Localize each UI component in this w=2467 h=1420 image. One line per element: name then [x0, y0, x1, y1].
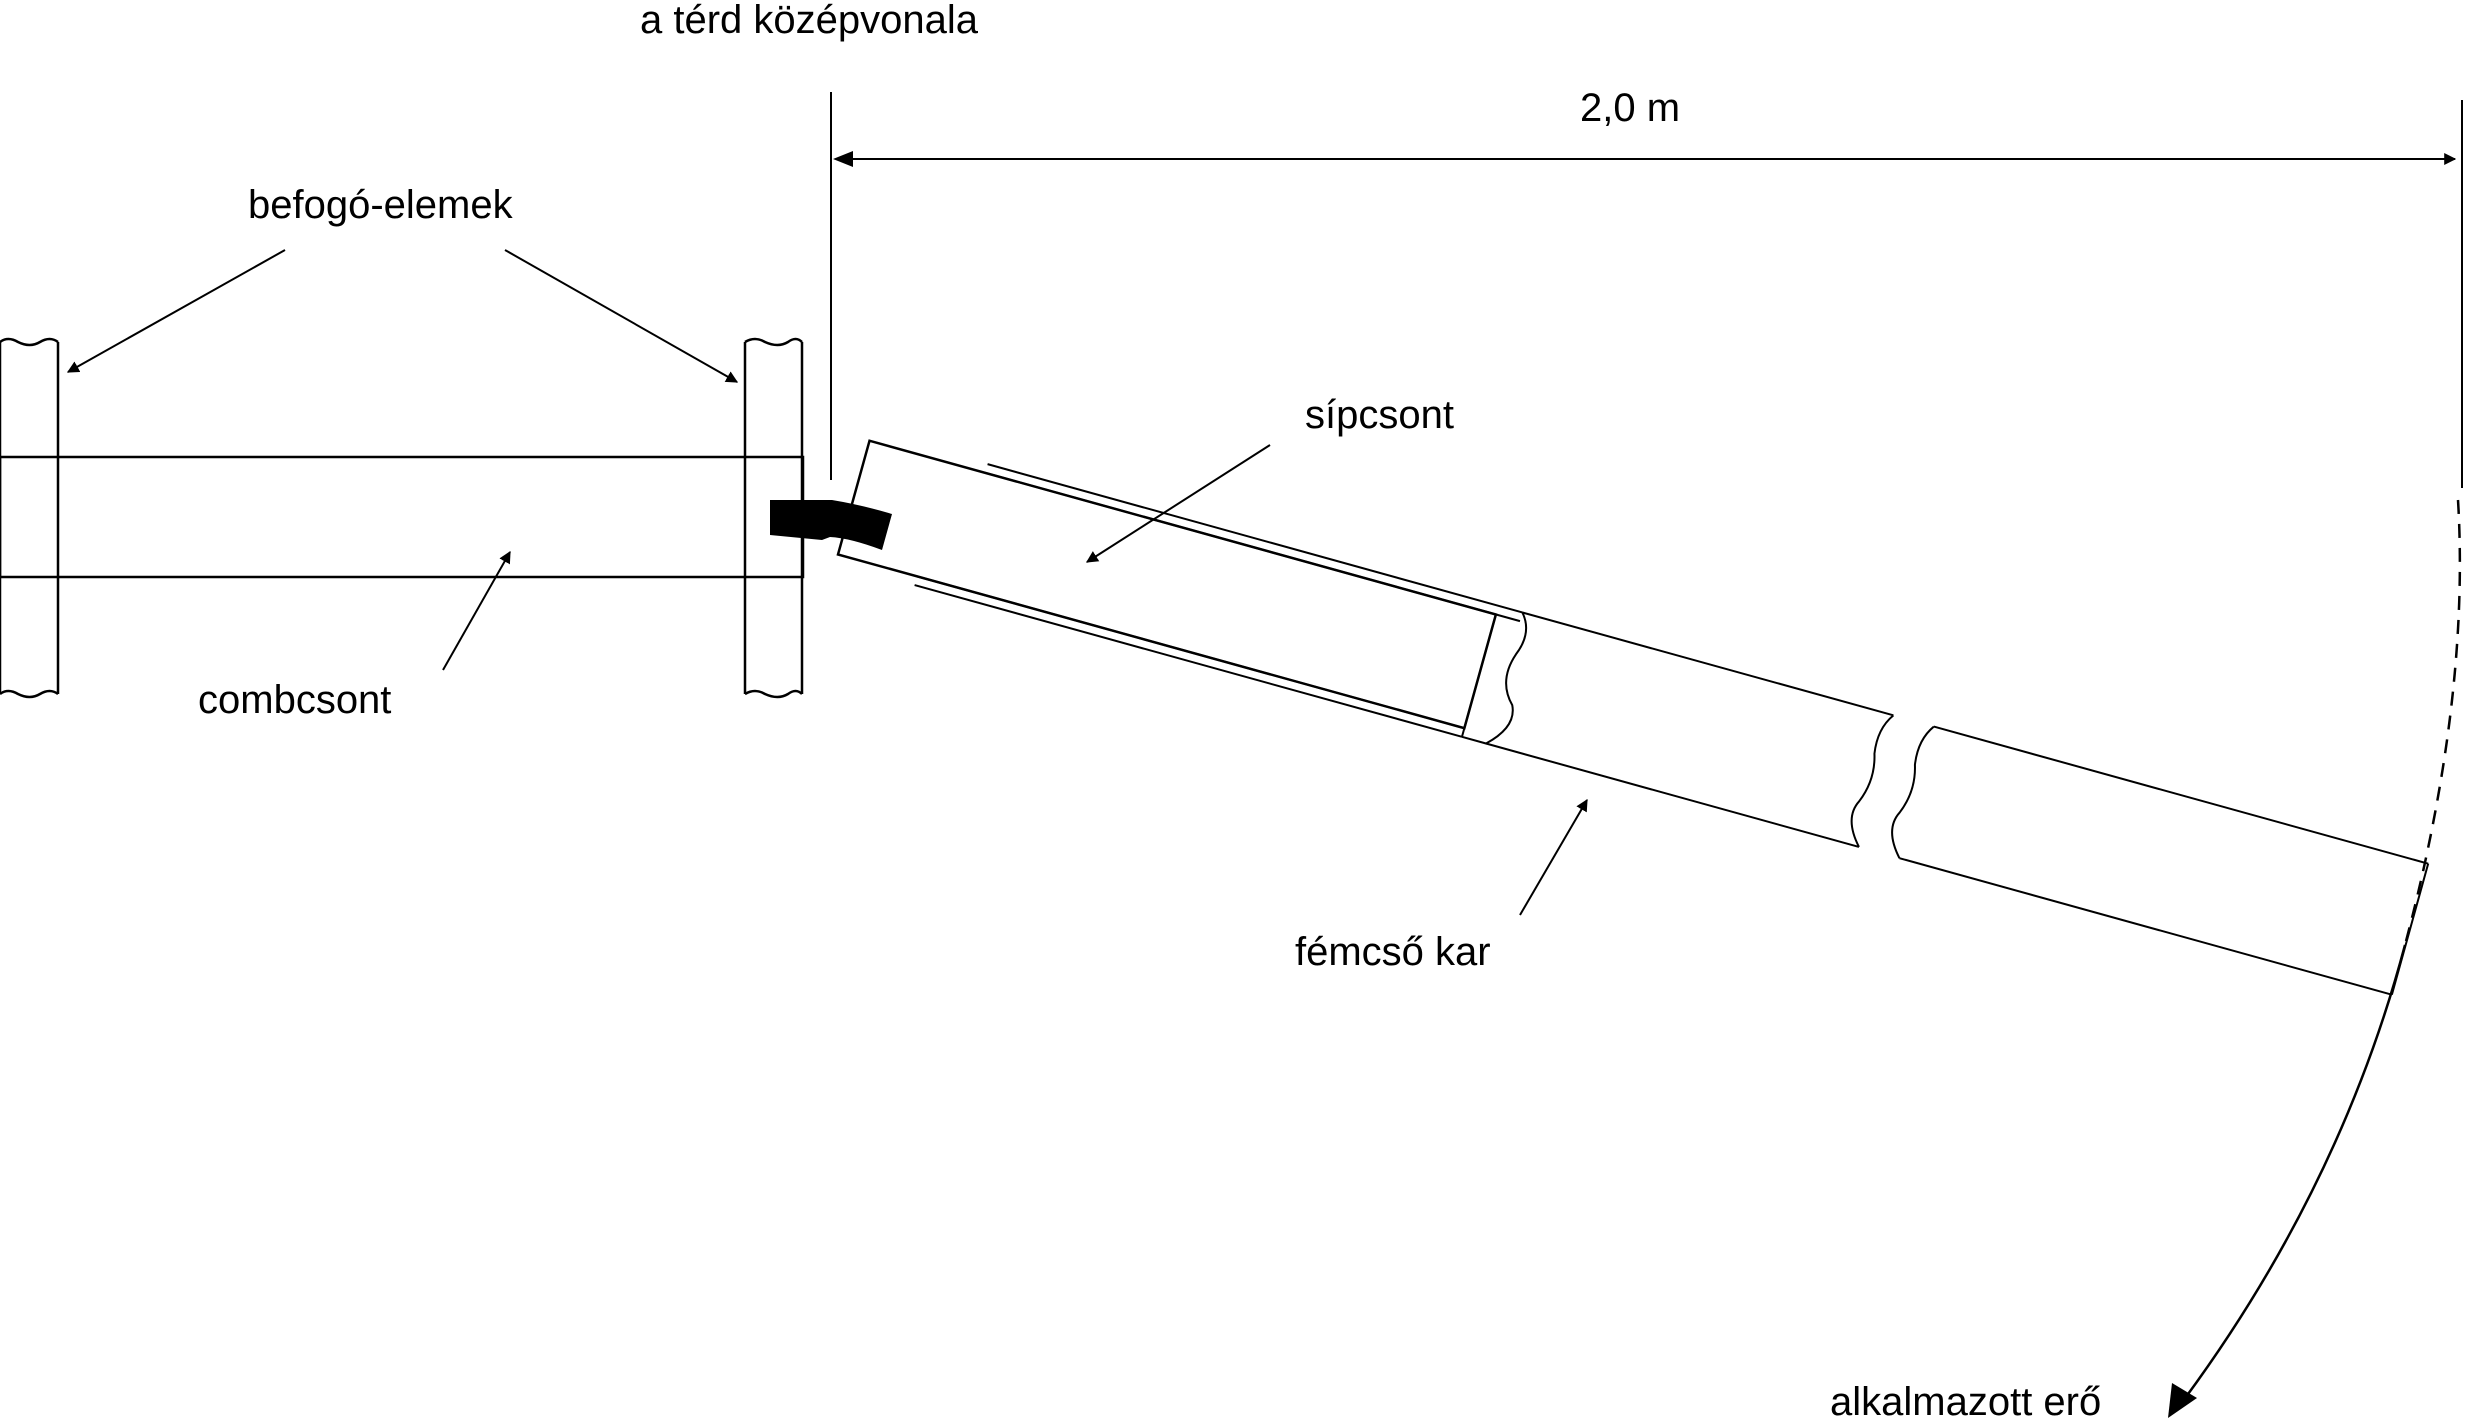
metal-tube-arm-label: fémcső kar: [1295, 930, 1491, 974]
femur-leader: [442, 550, 511, 671]
force-arc-dashed: [2403, 499, 2462, 946]
distance-label: 2,0 m: [1580, 86, 1680, 130]
force-arc-solid: [2178, 944, 2407, 1406]
clamps-leader-right: [504, 249, 739, 383]
tibia-leader: [1085, 444, 1271, 563]
knee-joint: [770, 500, 892, 550]
femur-label: combcsont: [198, 678, 391, 722]
tibia-bar: [836, 439, 1498, 730]
force-arrow-icon: [2168, 1383, 2197, 1418]
clamps-label: befogó-elemek: [248, 183, 514, 227]
distance-arrow-left-icon: [833, 151, 853, 167]
knee-midline-label: a térd középvonala: [640, 0, 979, 42]
right-clamp: [743, 337, 804, 699]
tibia-label: sípcsont: [1305, 393, 1454, 437]
applied-force-label: alkalmazott erő: [1830, 1380, 2101, 1420]
arm-leader: [1519, 798, 1588, 916]
femur-bar: [0, 455, 805, 579]
clamps-leader-left: [66, 249, 286, 373]
tibia-arm-assembly: [836, 439, 2430, 996]
left-clamp: [0, 337, 60, 699]
